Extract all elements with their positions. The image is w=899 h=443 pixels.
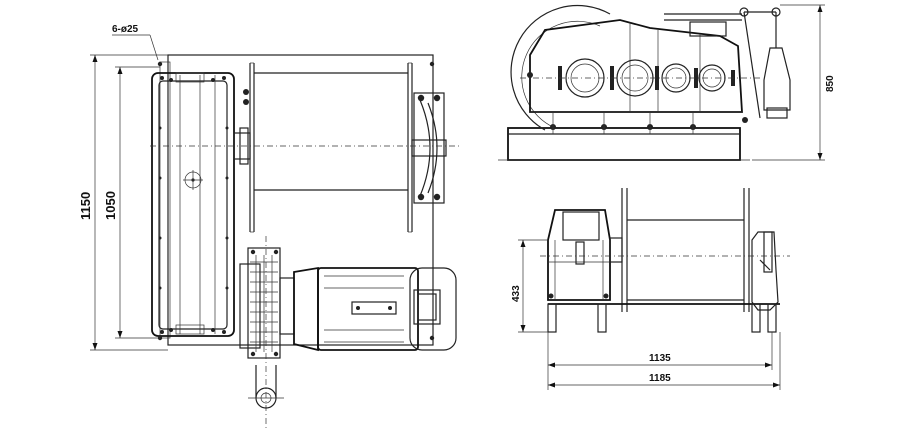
side-base <box>507 127 741 161</box>
inner-height-dim: 1050 <box>103 191 118 220</box>
drum <box>243 62 413 233</box>
plan-view: 6-ø25 1150 1050 <box>78 24 460 428</box>
front-drum <box>609 188 750 312</box>
side-view: 850 <box>498 4 836 161</box>
anchor-holes <box>157 61 435 341</box>
brake-lever <box>248 236 284 428</box>
side-height-dim: 850 <box>825 75 836 92</box>
gearbox-housing <box>151 72 235 337</box>
right-bearing <box>411 92 447 204</box>
front-inner-width-dim: 1135 <box>649 353 671 364</box>
hole-callout: 6-ø25 <box>112 24 139 35</box>
front-gearbox <box>547 209 611 301</box>
brake-unit <box>239 247 295 359</box>
front-view: 433 1135 1185 <box>511 188 790 390</box>
plan-dimensions: 1150 1050 <box>78 54 168 351</box>
front-height-dim: 433 <box>511 285 522 302</box>
overall-height-dim: 1150 <box>78 192 93 220</box>
motor <box>293 266 457 352</box>
brake-linkage <box>664 7 791 119</box>
front-overall-width-dim: 1185 <box>649 373 671 384</box>
